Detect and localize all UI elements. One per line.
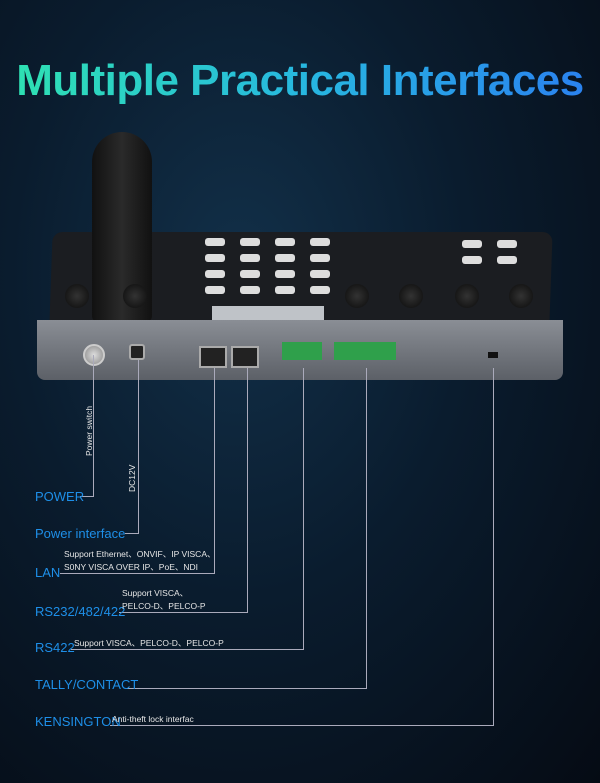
- page-title: Multiple Practical Interfaces: [0, 56, 600, 106]
- power-label: POWER: [35, 489, 85, 504]
- lan-note-1: Support Ethernet、ONVIF、IP VISCA、: [64, 549, 216, 559]
- rs232-label: RS232/482/422: [35, 604, 126, 619]
- rs422-note: Support VISCA、PELCO-D、PELCO-P: [74, 638, 224, 648]
- power-interface-label: Power interface: [35, 526, 126, 541]
- rs232-note-2: PELCO-D、PELCO-P: [122, 601, 206, 611]
- tally-contact-label: TALLY/CONTACT: [35, 677, 139, 692]
- ptz-controller-image: [37, 132, 563, 380]
- lan-label: LAN: [35, 565, 61, 580]
- rs422-label: RS422: [35, 640, 75, 655]
- kensington-note: Anti-theft lock interfac: [112, 714, 194, 724]
- rs232-note-1: Support VISCA、: [122, 588, 189, 598]
- power-switch-note: Power switch: [84, 405, 94, 456]
- lan-note-2: S0NY VISCA OVER IP、PoE、NDI: [64, 562, 198, 572]
- kensington-label: KENSINGTON: [35, 714, 121, 729]
- dc12v-note: DC12V: [127, 464, 137, 492]
